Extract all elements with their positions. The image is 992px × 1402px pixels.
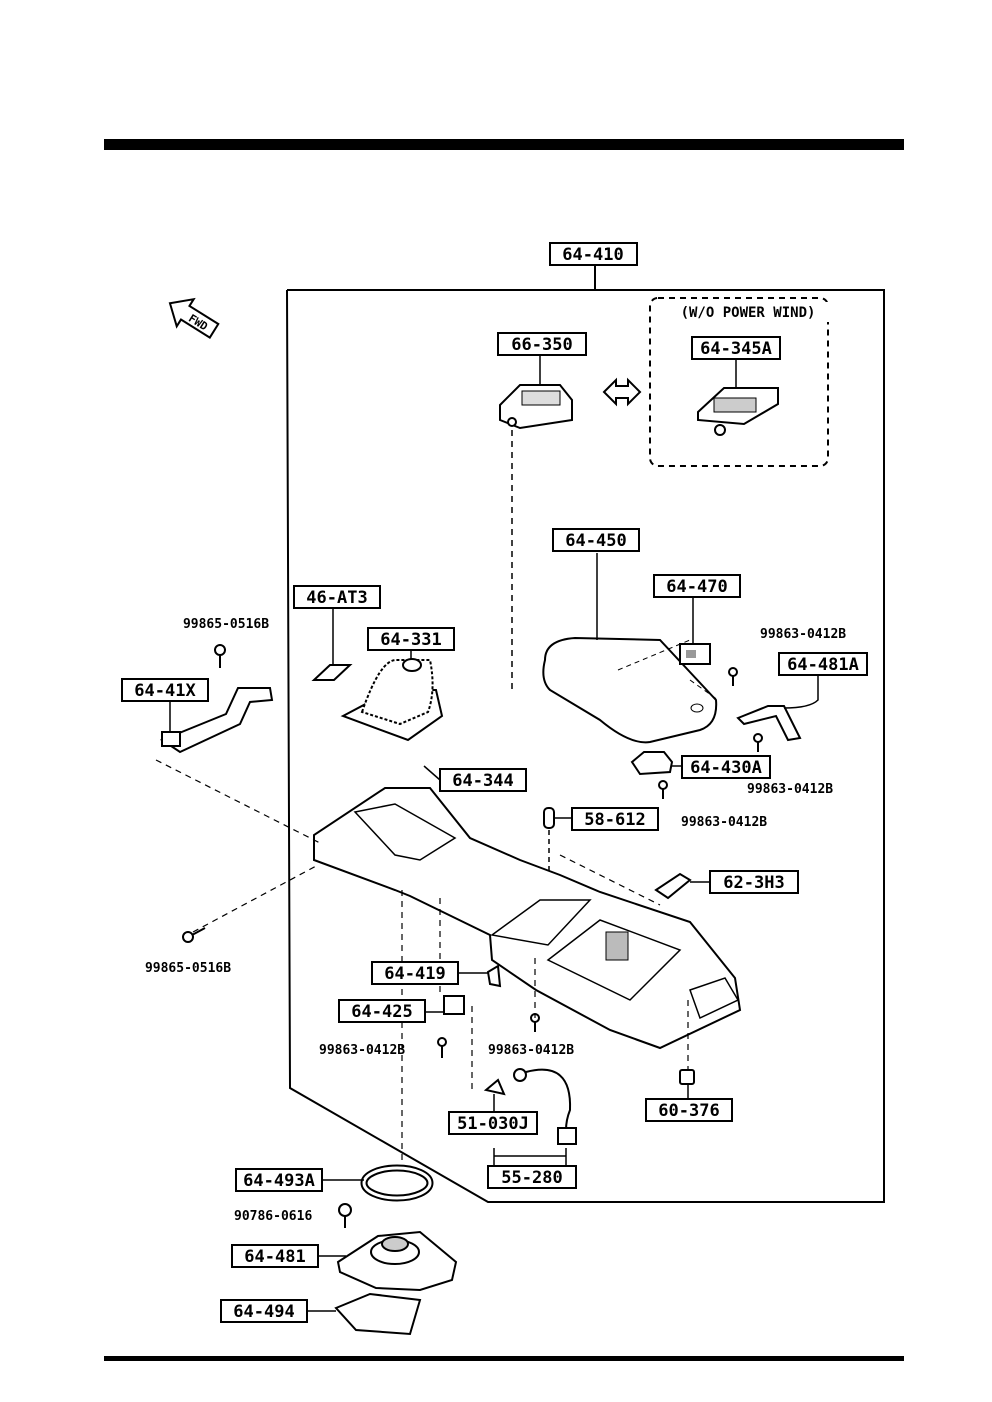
part-label-64-419[interactable]: 64-419 [371,961,488,985]
label-64-410[interactable]: 64-410 [549,242,638,266]
part-number: 64-481A [787,655,859,675]
part-number: 64-425 [351,1002,412,1022]
part-label-64-331[interactable]: 64-331 [367,627,455,660]
fastener-label[interactable]: 90786-0616 [234,1209,312,1224]
part-number: 46-AT3 [306,588,367,608]
part-label-64-494[interactable]: 64-494 [220,1299,336,1323]
fastener-label[interactable]: 99863-0412B [760,627,846,642]
part-label-64-450[interactable]: 64-450 [552,528,640,552]
screw-icon [658,780,668,799]
part-label-64-470[interactable]: 64-470 [653,574,741,598]
part-number: 64-430A [690,758,762,778]
part-number: 64-493A [243,1171,315,1191]
screw-icon [338,1203,352,1228]
part-label-64-41X[interactable]: 64-41X [121,678,209,732]
fwd-arrow-icon: FWD [168,297,220,339]
part-label-58-612[interactable]: 58-612 [554,807,659,831]
part-label-64-345A[interactable]: 64-345A [691,336,781,388]
part-number: 64-494 [233,1302,294,1322]
part-number: 64-481 [244,1247,305,1267]
part-label-64-344[interactable]: 64-344 [423,765,527,792]
part-number: 55-280 [501,1168,562,1188]
part-number: 64-41X [134,681,196,701]
part-label-64-425[interactable]: 64-425 [338,999,444,1023]
top-rule [104,139,904,150]
fastener-label[interactable]: 99863-0412B [488,1043,574,1058]
option-note: (W/O POWER WIND) [681,305,816,321]
screw-icon [182,927,206,943]
emblem-part [311,664,353,681]
fastener-label[interactable]: 99865-0516B [145,961,231,976]
console-body [313,787,742,1050]
switch-part [499,384,573,430]
bulb-socket-part [543,807,555,829]
part-label-66-350[interactable]: 66-350 [497,332,587,385]
option-box [649,297,829,467]
hinge-part [679,643,711,665]
cap-part [679,1069,695,1085]
part-label-62-3H3[interactable]: 62-3H3 [690,870,799,894]
latch-part [630,751,674,776]
screw-icon [214,644,226,668]
fastener-label[interactable]: 99863-0412B [681,815,767,830]
fastener-label[interactable]: 99863-0412B [319,1043,405,1058]
screw-icon [753,733,763,752]
ring-part [360,1164,434,1202]
part-number: 60-376 [658,1101,719,1121]
part-number: 58-612 [584,810,645,830]
screw-icon [437,1037,447,1058]
part-label-60-376[interactable]: 60-376 [645,1084,733,1122]
part-label-51-030J[interactable]: 51-030J [448,1094,538,1135]
part-label-64-493A[interactable]: 64-493A [235,1168,364,1192]
screw-icon [728,667,738,686]
part-number: 64-470 [666,577,727,597]
lock-bracket-part [736,705,802,742]
svg-text:64-410: 64-410 [562,245,623,265]
part-number: 64-331 [380,630,441,650]
part-number: 62-3H3 [723,873,784,893]
pad-part [334,1292,422,1336]
part-number: 64-419 [384,964,445,984]
clip-part [654,872,692,900]
fastener-label[interactable]: 99865-0516B [183,617,269,632]
shift-boot-part [340,658,444,742]
bracket-part [159,687,274,754]
cover-part [697,387,779,436]
part-number: 64-450 [565,531,626,551]
fastener-label[interactable]: 99863-0412B [747,782,833,797]
bushing-part [443,964,502,1015]
part-number: 66-350 [511,335,572,355]
bottom-rule [104,1356,904,1361]
part-label-64-481A[interactable]: 64-481A [778,652,868,676]
part-number: 64-345A [700,339,772,359]
part-label-46-AT3[interactable]: 46-AT3 [293,585,381,665]
interchange-arrow-icon [602,377,642,407]
part-label-55-280[interactable]: 55-280 [487,1148,577,1189]
part-label-64-430A[interactable]: 64-430A [672,755,771,779]
part-number: 64-344 [452,771,513,791]
armrest-part [542,636,718,744]
part-number: 51-030J [457,1114,529,1134]
wiring-part [483,1068,577,1145]
part-label-64-481[interactable]: 64-481 [231,1244,346,1268]
lower-boot-part [336,1230,458,1292]
assembly-boundary [286,289,885,1203]
